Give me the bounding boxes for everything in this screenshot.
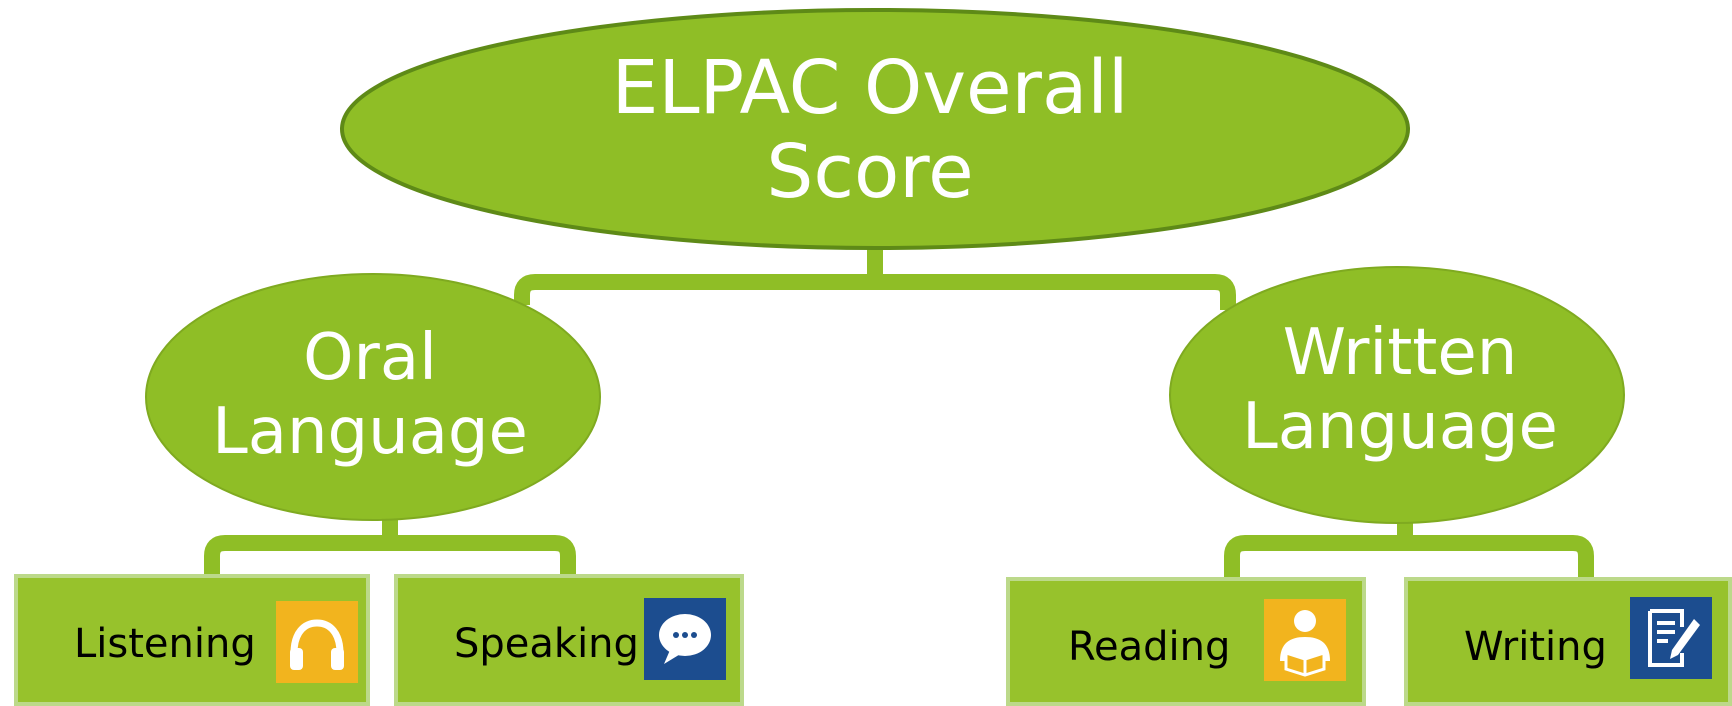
listening-box: Listening [14,574,370,706]
listening-label: Listening [74,621,256,667]
written-language-node [1169,266,1625,524]
speech-bubble-icon [644,598,726,680]
reading-box: Reading [1006,577,1366,706]
speaking-box: Speaking [394,574,744,706]
connector-root-written [875,274,1236,310]
connector-oral-speaking [390,535,576,600]
oral-language-node [145,273,601,521]
oral-language-label: Oral Language [212,321,528,469]
speaking-label: Speaking [454,621,639,667]
connector-root-oral [514,240,883,305]
reading-label: Reading [1068,624,1231,670]
reader-icon [1264,599,1346,681]
connector-written-reading [1224,515,1413,580]
writing-box: Writing [1404,577,1732,706]
root-node-label: ELPAC Overall Score [611,45,1129,215]
headphones-icon [276,601,358,683]
connector-oral-listening [204,515,398,600]
written-language-label: Written Language [1242,316,1558,464]
document-pen-icon [1630,597,1712,679]
writing-label: Writing [1464,624,1607,670]
root-node [340,8,1410,250]
connector-written-writing [1405,535,1594,580]
